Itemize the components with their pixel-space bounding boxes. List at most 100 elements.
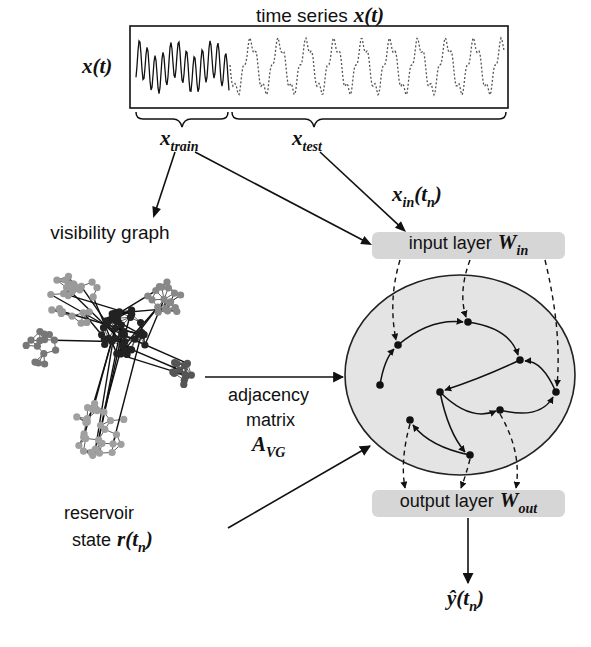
graph-vertex xyxy=(53,277,60,284)
node-label: time series xyxy=(256,5,348,26)
graph-vertex xyxy=(111,325,118,332)
text-line: time series x(t) xyxy=(95,0,545,28)
graph-vertex xyxy=(51,337,58,344)
graph-vertex xyxy=(80,448,87,455)
graph-vertex xyxy=(93,284,100,291)
graph-vertex xyxy=(46,331,53,338)
connector-line xyxy=(195,152,364,241)
graph-vertex xyxy=(100,408,107,415)
label-group: stater(tn) xyxy=(72,527,153,552)
math-symbol: ) xyxy=(146,527,153,551)
graph-vertex xyxy=(109,449,116,456)
connector-line xyxy=(156,152,175,210)
graph-vertex xyxy=(164,307,171,314)
plot-frame xyxy=(130,26,508,108)
graph-vertex xyxy=(117,441,124,448)
test-bracket xyxy=(232,112,506,127)
connector xyxy=(195,152,372,245)
math-symbol: in xyxy=(517,243,529,258)
math-symbol: r(t xyxy=(117,527,138,551)
input-links xyxy=(393,260,558,386)
graph-vertex xyxy=(47,291,54,298)
graph-vertex xyxy=(113,431,120,438)
adjacency-arrow xyxy=(205,376,343,378)
reservoir-ellipse xyxy=(345,275,575,475)
node-label: input layer xyxy=(409,233,492,253)
graph-vertex xyxy=(67,284,74,291)
graph-vertex xyxy=(90,293,97,300)
graph-vertex xyxy=(80,309,87,316)
graph-vertex xyxy=(101,336,108,343)
math-symbol: x(t) xyxy=(354,3,384,27)
arrowhead xyxy=(395,221,406,232)
graph-vertex xyxy=(95,436,102,443)
graph-vertex xyxy=(137,319,144,326)
graph-vertex xyxy=(188,372,195,379)
state-arrow xyxy=(228,446,370,528)
train-signal xyxy=(136,41,229,94)
graph-vertex xyxy=(173,360,180,367)
graph-vertex xyxy=(109,310,116,317)
graph-vertex xyxy=(121,331,128,338)
graph-vertex xyxy=(108,338,115,345)
math-symbol: out xyxy=(519,501,538,516)
graph-vertex xyxy=(167,298,174,305)
graph-vertex xyxy=(113,350,120,357)
reservoir-units xyxy=(376,318,560,459)
graph-link xyxy=(113,333,142,444)
graph-vertex xyxy=(84,415,91,422)
label: reservoir xyxy=(64,503,134,523)
math-symbol: ) xyxy=(477,586,484,610)
graph-vertex xyxy=(180,381,187,388)
graph-vertex xyxy=(116,308,123,315)
graph-vertex xyxy=(169,369,176,376)
math-symbol: x xyxy=(160,126,171,150)
graph-vertex xyxy=(78,283,85,290)
subscript: n xyxy=(427,195,435,210)
subscript: train xyxy=(171,139,199,154)
label-group: xtrain xyxy=(160,126,199,151)
graph-vertex xyxy=(141,341,148,348)
math-symbol: W xyxy=(498,230,517,254)
label: adjacency xyxy=(228,385,309,405)
graph-vertex xyxy=(173,308,180,315)
graph-vertex xyxy=(158,284,165,291)
subscript: in xyxy=(403,195,415,210)
graph-link xyxy=(95,328,115,449)
graph-vertex xyxy=(166,299,173,306)
text-line: output layerWout xyxy=(400,490,537,513)
math-symbol: x xyxy=(392,182,403,206)
text-region: visibility graph xyxy=(10,218,210,480)
graph-drawing xyxy=(23,273,195,459)
math-symbol: ) xyxy=(435,182,442,206)
connector xyxy=(320,152,406,232)
graph-vertex xyxy=(184,360,191,367)
graph-link xyxy=(145,299,164,345)
text-line: visibility graph xyxy=(10,218,210,244)
graph-vertex xyxy=(31,359,38,366)
graph-link xyxy=(117,307,158,354)
graph-vertex xyxy=(118,322,125,329)
label-group: adjacency xyxy=(228,385,309,406)
graph-vertex xyxy=(120,416,127,423)
math-symbol: x(t) xyxy=(82,54,112,78)
graph-vertex xyxy=(176,366,183,373)
graph-links xyxy=(26,276,191,455)
layer-box: input layer Win xyxy=(372,232,565,259)
label-group: AVG xyxy=(252,432,285,457)
layer-box: output layerWout xyxy=(372,490,565,517)
subscript: n xyxy=(138,540,146,555)
graph-link xyxy=(106,287,161,321)
signal xyxy=(136,38,504,95)
label-group: xtest xyxy=(292,126,322,151)
graph-vertex xyxy=(171,290,178,297)
graph-link xyxy=(81,286,122,345)
graph-vertex xyxy=(23,342,30,349)
graph-vertex xyxy=(121,347,128,354)
graph-vertex xyxy=(163,279,170,286)
graph-vertex xyxy=(177,291,184,298)
math-symbol: x xyxy=(292,126,303,150)
text-line: input layer Win xyxy=(409,232,528,255)
connector-line xyxy=(320,152,399,226)
